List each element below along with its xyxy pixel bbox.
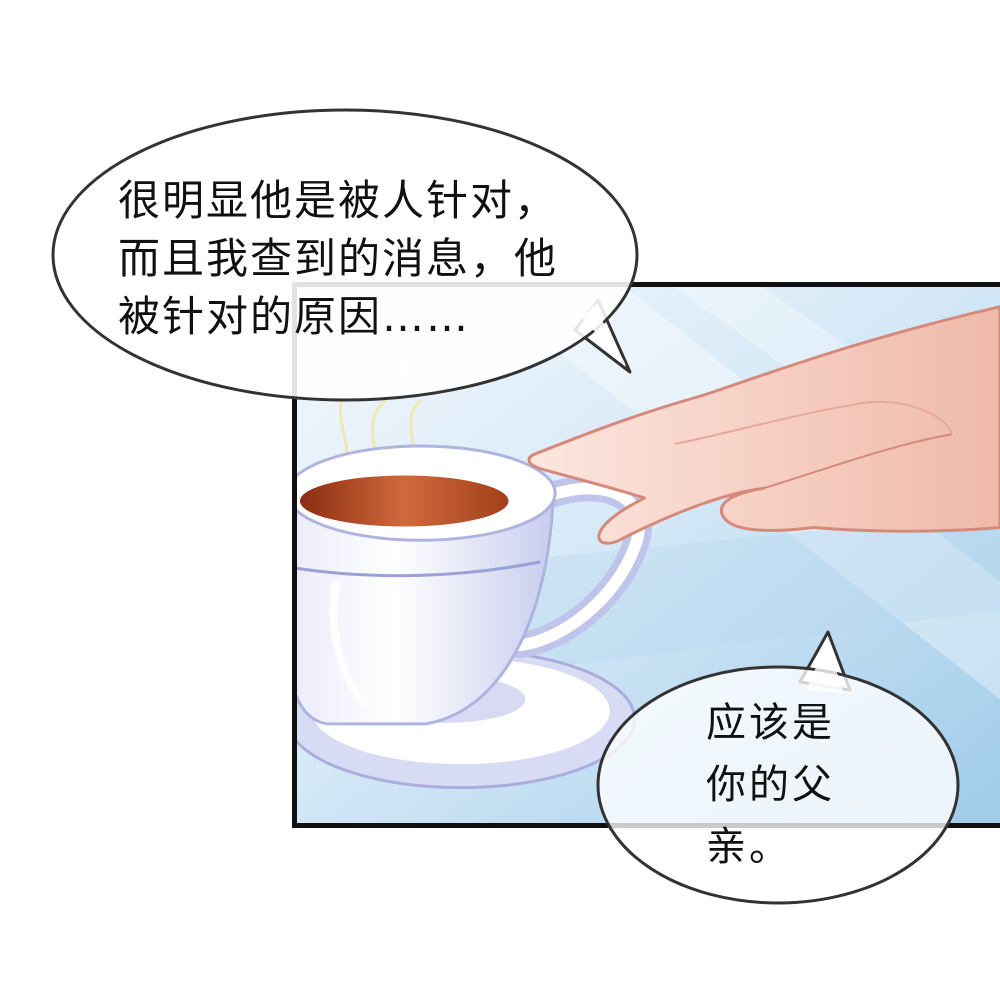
speech-bubble-2 [596,630,960,905]
bubble-2-line-1: 应该是 [706,700,835,746]
speech-bubble-1-text: 很明显他是被人针对， 而且我查到的消息，他 被针对的原因…… [118,172,558,346]
bubble-1-line-1: 很明显他是被人针对， [118,176,559,225]
teacup-icon [297,444,652,726]
comic-panel [292,282,1000,828]
hand-icon [527,305,1000,545]
bubble-1-line-3: 被针对的原因…… [118,292,471,341]
tea-surface [299,475,509,527]
panel-artwork [297,287,1000,823]
bubble-2-line-3: 亲。 [706,824,792,870]
speech-bubble-2-text: 应该是 你的父 亲。 [706,692,835,878]
speech-bubble-1 [51,108,639,402]
bubble-1-line-2: 而且我查到的消息，他 [118,234,559,283]
bubble-2-line-2: 你的父 [706,762,835,808]
